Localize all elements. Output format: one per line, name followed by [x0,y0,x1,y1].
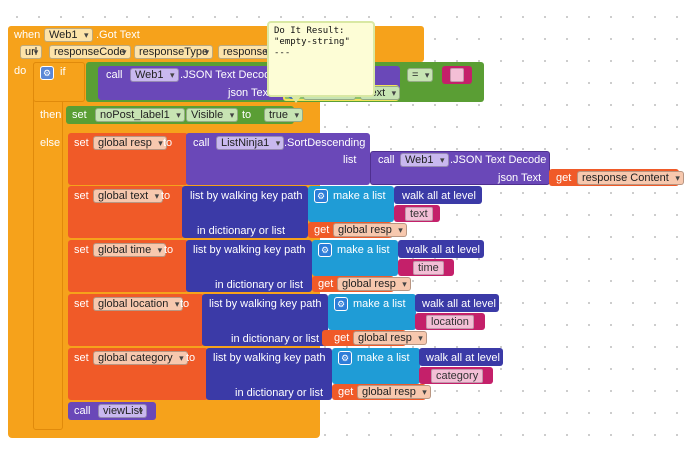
global-resp-dropdown[interactable]: global resp [353,331,427,345]
when-label: when [14,29,41,41]
walk-label: list by walking key path [213,352,326,364]
walk-all-label: walk all at level [406,244,480,256]
call-label: call [193,137,210,149]
empty-string-value[interactable] [450,68,464,82]
global-resp-dropdown[interactable]: global resp [337,277,411,291]
listninja-dropdown[interactable]: ListNinja1 [216,136,285,150]
inner-call-label: call [378,154,395,166]
else-label: else [40,137,61,149]
get-label: get [334,332,350,344]
param-url[interactable]: url [20,45,43,59]
do-label: do [14,65,27,77]
walk-key-path-block[interactable] [186,240,312,292]
get-label: get [556,172,572,184]
to-label: to [161,190,171,202]
var-dropdown-time[interactable]: global time [93,243,167,257]
then-label: then [40,109,62,121]
viewlist-proc-name[interactable]: viewList [98,404,148,418]
compare-op-dropdown[interactable]: = [407,68,434,82]
walk-key-path-block[interactable] [206,348,332,400]
cond-method: .JSON Text Decode [180,69,277,81]
key-location[interactable]: location [426,315,474,329]
to-label: to [186,352,196,364]
key-text[interactable]: text [405,207,433,221]
mutator-gear-icon[interactable]: ⚙ [40,66,54,80]
walk-key-path-block[interactable] [202,294,328,346]
set-label: set [74,137,89,149]
walk-label: list by walking key path [209,298,322,310]
set-label: set [74,298,89,310]
to-label: to [164,244,174,256]
do-it-result-bubble: Do It Result: "empty-string" --- [267,21,375,97]
walk-key-path-block[interactable] [182,186,308,238]
sort-method: .SortDescending [284,137,366,149]
make-list-label: make a list [353,298,406,310]
then-prop-dropdown[interactable]: Visible [186,108,239,122]
bubble-tail [290,95,302,103]
then-set-label: set [72,109,87,121]
if-header [33,62,85,102]
in-dict-label: in dictionary or list [235,387,324,399]
walk-all-level-block[interactable] [394,186,482,204]
in-dict-label: in dictionary or list [215,279,304,291]
do-it-line2: "empty-string" [274,37,350,47]
make-list-gear-icon[interactable]: ⚙ [318,243,332,257]
var-dropdown-resp[interactable]: global resp [93,136,167,150]
if-block[interactable] [33,62,63,430]
var-dropdown-category[interactable]: global category [93,351,188,365]
walk-all-label: walk all at level [402,190,476,202]
walk-all-level-block[interactable] [398,240,484,258]
key-category[interactable]: category [431,369,484,383]
inner-component-dropdown[interactable]: Web1 [400,153,449,167]
set-label: set [74,244,89,256]
make-list-label: make a list [337,244,390,256]
cond-component-dropdown[interactable]: Web1 [130,68,179,82]
call-label: call [106,69,123,81]
get-label: get [338,386,354,398]
param-response[interactable]: response [218,45,274,59]
make-list-label: make a list [333,190,386,202]
get-label: get [318,278,334,290]
list-arg-label: list [343,154,357,166]
make-list-label: make a list [357,352,410,364]
set-label: set [74,190,89,202]
call-label: call [74,405,91,417]
walk-all-label: walk all at level [422,298,496,310]
in-dict-label: in dictionary or list [231,333,320,345]
then-component-dropdown[interactable]: noPost_label1 [95,108,185,122]
walk-all-level-block[interactable] [415,294,499,312]
to-label: to [180,298,190,310]
make-list-gear-icon[interactable]: ⚙ [314,189,328,203]
then-value-dropdown[interactable]: true [264,108,303,122]
then-to-label: to [242,109,252,121]
if-label: if [60,66,66,78]
cond-arg-label: json Text [228,87,272,99]
walk-label: list by walking key path [193,244,306,256]
var-dropdown-text[interactable]: global text [93,189,164,203]
event-component-dropdown[interactable]: Web1 [44,28,93,42]
param-response-type[interactable]: responseType [134,45,214,59]
do-it-line1: Do It Result: [274,26,345,36]
inner-method: .JSON Text Decode [450,154,547,166]
set-label: set [74,352,89,364]
in-dict-label: in dictionary or list [197,225,286,237]
to-label: to [163,137,173,149]
global-resp-dropdown[interactable]: global resp [357,385,431,399]
make-list-gear-icon[interactable]: ⚙ [338,351,352,365]
event-name: .Got Text [96,29,140,41]
make-list-gear-icon[interactable]: ⚙ [334,297,348,311]
do-it-line3: --- [274,48,291,58]
inner-arg-label: json Text [498,172,542,184]
key-time[interactable]: time [413,261,444,275]
walk-all-label: walk all at level [426,352,500,364]
walk-all-level-block[interactable] [419,348,503,366]
get-label: get [314,224,330,236]
response-content-dropdown[interactable]: response Content [577,171,684,185]
global-resp-dropdown[interactable]: global resp [333,223,407,237]
param-response-code[interactable]: responseCode [49,45,131,59]
walk-label: list by walking key path [190,190,303,202]
var-dropdown-location[interactable]: global location [93,297,184,311]
